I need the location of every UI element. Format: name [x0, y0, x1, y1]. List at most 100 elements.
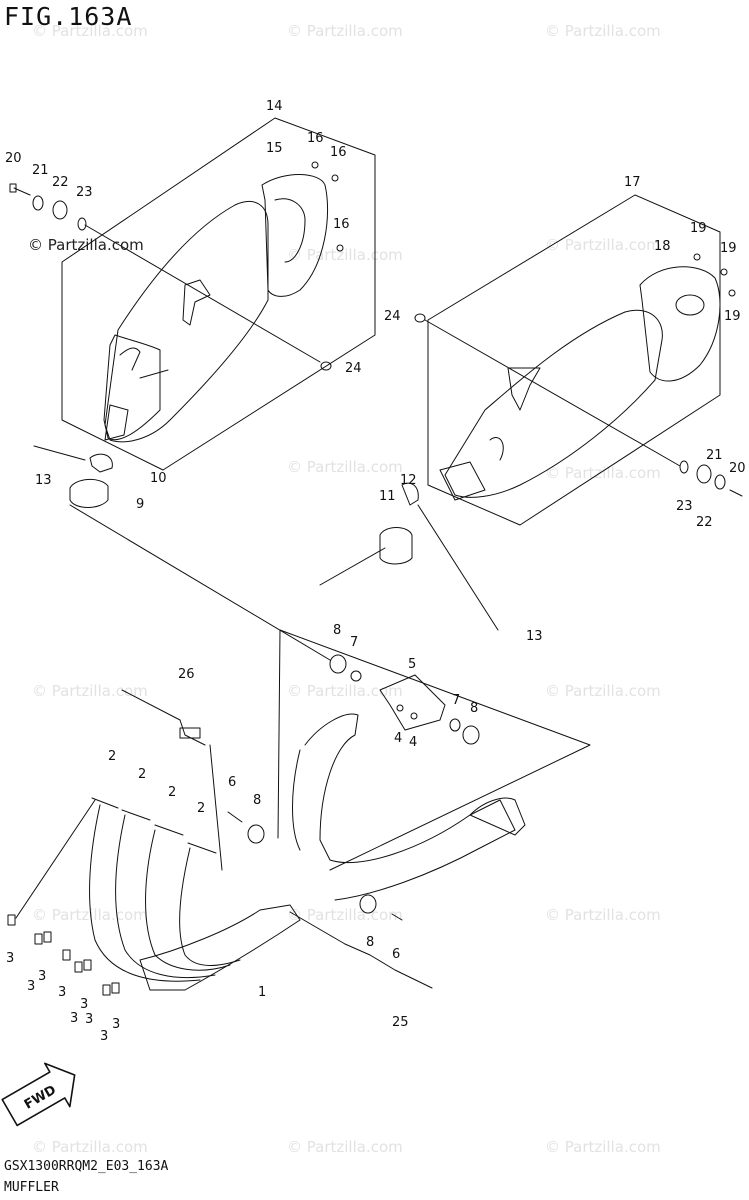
left-muffler-hook: [119, 347, 141, 371]
bolt-3: [83, 959, 92, 971]
watermark: © Partzilla.com: [32, 906, 148, 924]
bolt-13-left: [33, 445, 86, 461]
callout-c3f: 3: [70, 1011, 78, 1026]
right-muffler-group-box: [427, 194, 721, 526]
header-pipe-2: [115, 814, 216, 979]
right-muffler-bracket: [507, 367, 541, 411]
right-muffler-body: [444, 309, 663, 498]
model-code: GSX1300RRQM2_E03_163A: [4, 1159, 169, 1174]
callout-c19b: 19: [720, 241, 737, 256]
bolt-3: [102, 984, 111, 996]
bolt-3: [7, 914, 16, 926]
bolt-3: [74, 961, 83, 973]
exhaust-group-box: [279, 629, 591, 871]
washer-21-right: [714, 474, 726, 490]
bolt-20-right: [729, 489, 743, 497]
bolt-6-right: [391, 913, 403, 921]
bolt-20-left: [13, 187, 31, 196]
bolt-6-left: [227, 811, 243, 823]
bracket-5: [379, 674, 446, 731]
watermark: © Partzilla.com: [32, 22, 148, 40]
callout-c3h: 3: [100, 1029, 108, 1044]
callout-c14: 14: [266, 99, 283, 114]
callout-c8c: 8: [253, 793, 261, 808]
header-flange-2: [121, 809, 151, 821]
callout-c21b: 21: [706, 448, 723, 463]
collar-23-left: [77, 217, 87, 231]
watermark: © Partzilla.com: [287, 682, 403, 700]
leader-line: [289, 911, 346, 945]
header-flange-3: [154, 824, 184, 836]
callout-c22b: 22: [696, 515, 713, 530]
callout-c20b: 20: [729, 461, 746, 476]
leader-line: [15, 799, 96, 919]
callout-c6a: 6: [228, 775, 236, 790]
callout-c3g: 3: [85, 1012, 93, 1027]
watermark: © Partzilla.com: [545, 906, 661, 924]
sensor-25: [344, 943, 433, 989]
callout-c3e: 3: [80, 997, 88, 1012]
watermark: © Partzilla.com: [287, 246, 403, 264]
header-flange-4: [187, 842, 217, 854]
collar-23-right: [679, 460, 689, 474]
callout-c16a: 16: [307, 131, 324, 146]
watermark: © Partzilla.com: [287, 1138, 403, 1156]
callout-c6b: 6: [392, 947, 400, 962]
callout-c16c: 16: [333, 217, 350, 232]
bolt-13-right: [417, 504, 499, 631]
nut-16a: [311, 161, 319, 169]
nut-16b: [331, 174, 339, 182]
watermark: © Partzilla.com: [287, 22, 403, 40]
leader-line: [424, 319, 681, 467]
nut-4b: [410, 712, 418, 720]
callout-c24b: 24: [384, 309, 401, 324]
grommet-22-right: [696, 464, 712, 484]
callout-c3a: 3: [6, 951, 14, 966]
bolt-3: [34, 933, 43, 945]
callout-c1: 1: [258, 985, 266, 1000]
mid-pipe-end: [469, 797, 526, 836]
callout-c2a: 2: [108, 749, 116, 764]
watermark: © Partzilla.com: [287, 458, 403, 476]
callout-c9: 9: [136, 497, 144, 512]
callout-c11: 11: [379, 489, 396, 504]
callout-c8a: 8: [333, 623, 341, 638]
nut-19b: [720, 268, 728, 276]
clamp-12: [401, 482, 419, 506]
rubber-8-right: [359, 894, 377, 914]
left-muffler-bracket: [182, 279, 211, 326]
left-muffler-seam: [139, 369, 169, 379]
bolt-3: [43, 931, 52, 943]
fwd-arrow-icon: FWD: [1, 1062, 76, 1127]
callout-c2d: 2: [197, 801, 205, 816]
callout-c3b: 3: [27, 979, 35, 994]
header-pipe-1: [89, 804, 201, 982]
clamp-10: [89, 453, 113, 473]
header-flange-1: [91, 797, 119, 809]
watermark: © Partzilla.com: [545, 464, 661, 482]
callout-c13b: 13: [526, 629, 543, 644]
rubber-8-left: [247, 824, 265, 844]
mid-pipe: [304, 713, 516, 901]
mid-pipe-outer: [292, 749, 301, 851]
callout-c2b: 2: [138, 767, 146, 782]
left-muffler-end-cap: [261, 174, 329, 297]
callout-c3i: 3: [112, 1017, 120, 1032]
callout-c4a: 4: [394, 731, 402, 746]
callout-c17: 17: [624, 175, 641, 190]
exhaust-group-box: [69, 504, 331, 661]
leader-line: [209, 744, 223, 871]
sensor-26: [121, 689, 206, 746]
callout-c4b: 4: [409, 735, 417, 750]
grommet-22-left: [52, 200, 68, 220]
callout-c15: 15: [266, 141, 283, 156]
exhaust-group-box: [277, 629, 281, 839]
nut-16c: [336, 244, 344, 252]
header-pipe-4: [179, 847, 241, 966]
callout-c26: 26: [178, 667, 195, 682]
callout-c3c: 3: [38, 969, 46, 984]
callout-c20a: 20: [5, 151, 22, 166]
callout-c23b: 23: [676, 499, 693, 514]
watermark: © Partzilla.com: [545, 22, 661, 40]
